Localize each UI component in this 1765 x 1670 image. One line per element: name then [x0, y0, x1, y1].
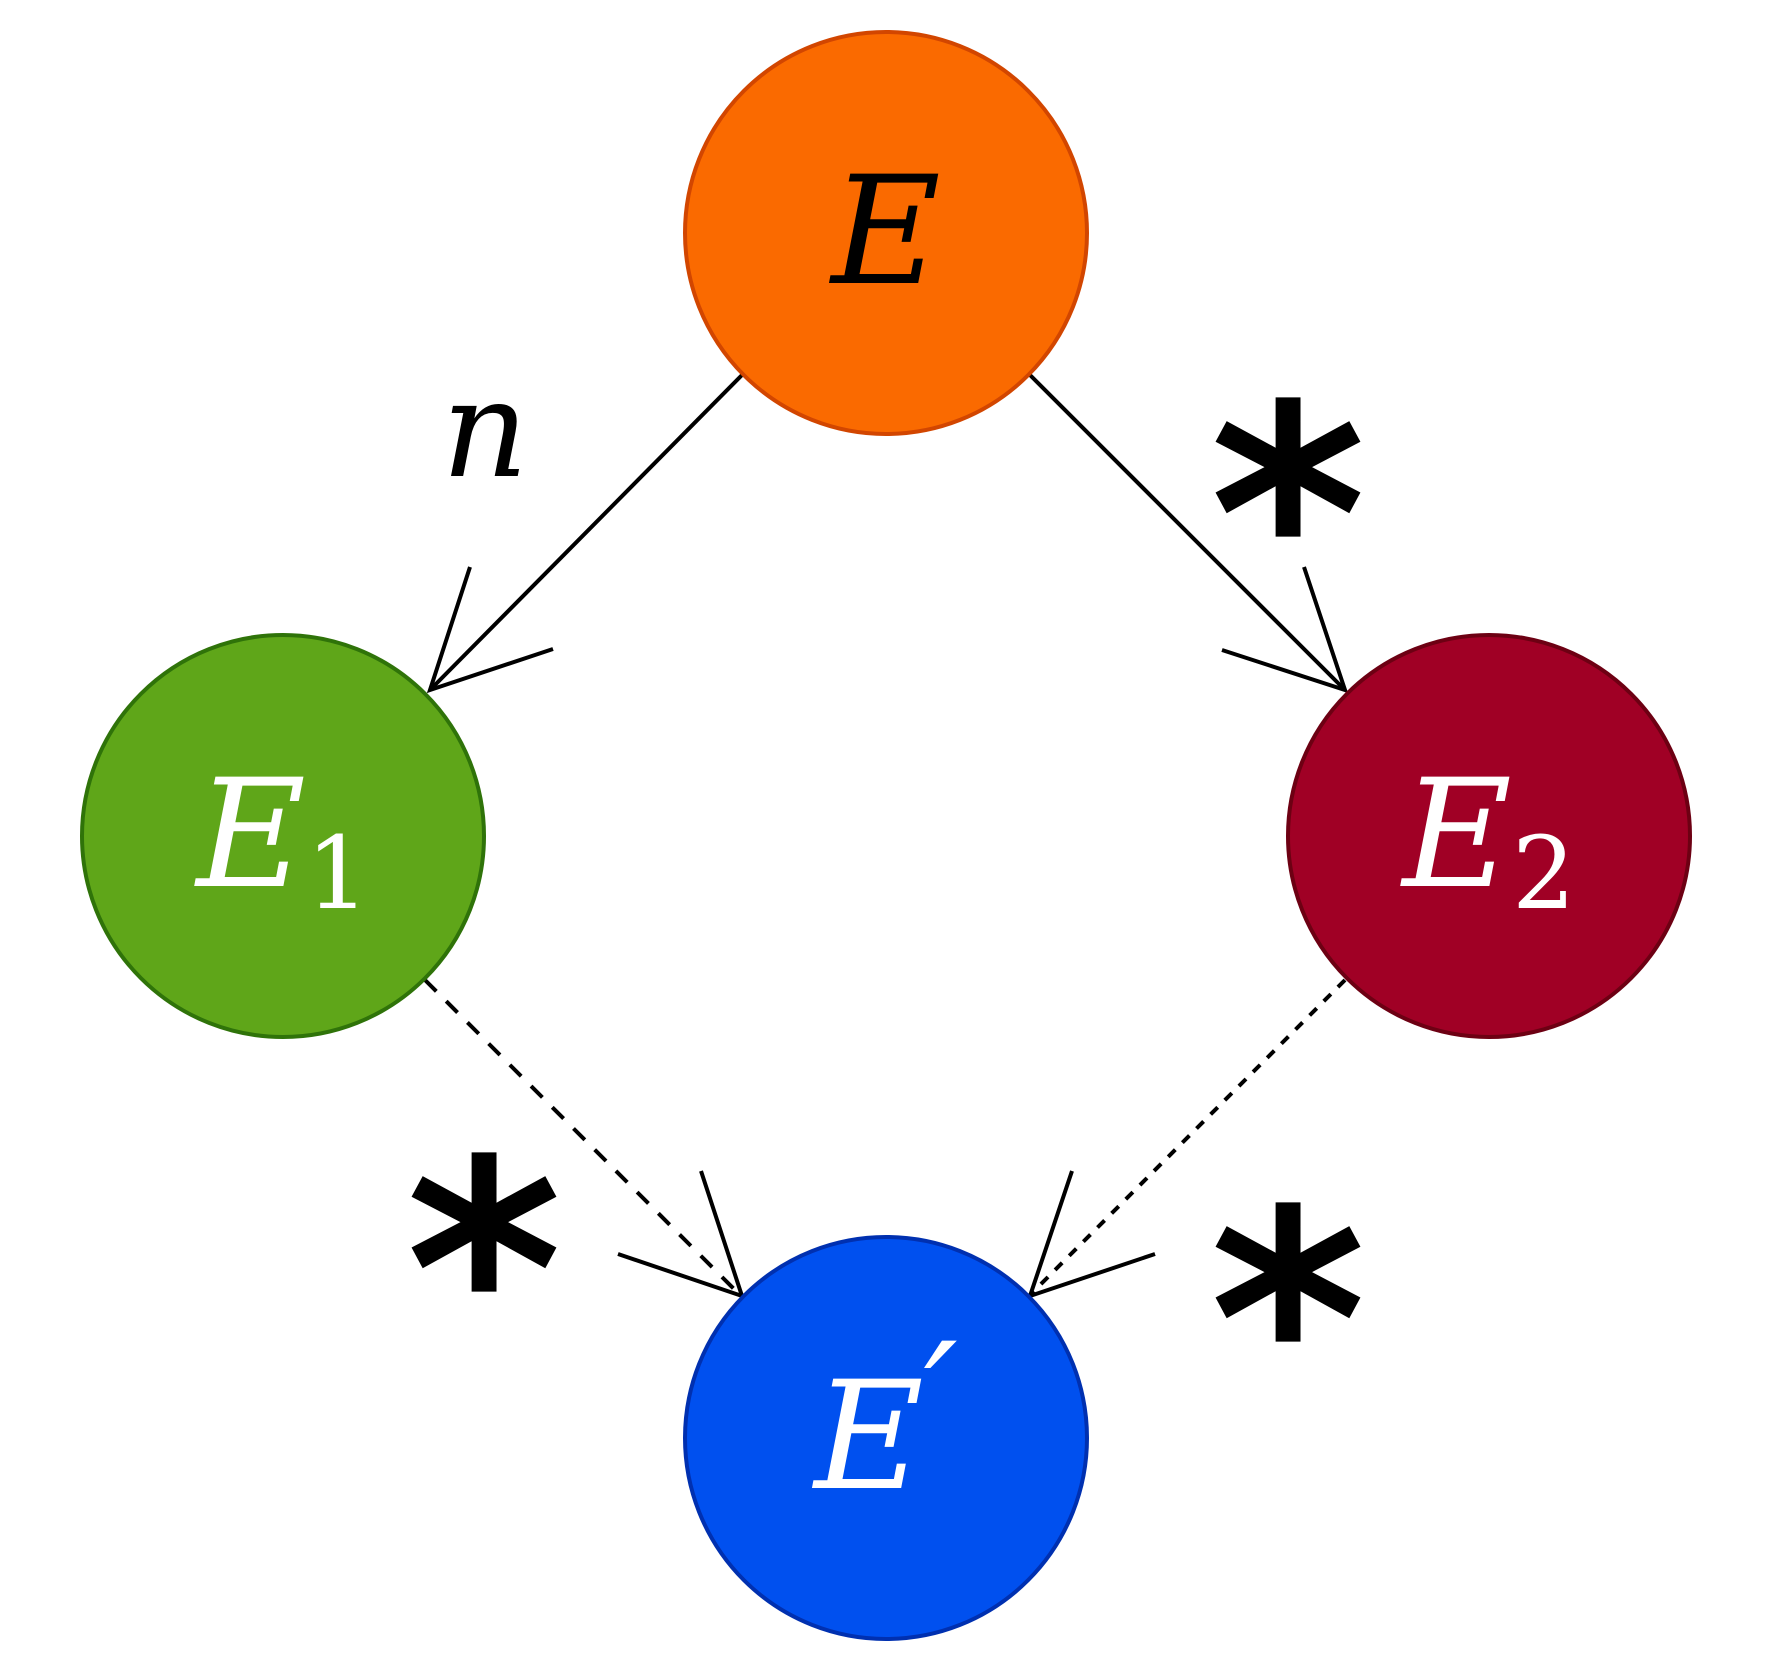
- node-e-prime-circle: [683, 1235, 1089, 1641]
- edge-e-to-e2-line: [1028, 373, 1347, 692]
- node-e2-circle: [1286, 633, 1692, 1039]
- node-e2: E2: [1286, 633, 1692, 1039]
- edge-e-to-e2-arrowhead: [1221, 566, 1349, 694]
- edge-label-star-top-right: *: [1210, 342, 1367, 691]
- edge-label-n: n: [442, 351, 529, 508]
- node-e-prime: E′: [683, 1235, 1089, 1641]
- edge-e2-to-eprime-line: [1028, 978, 1347, 1297]
- node-e2-label: E2: [1399, 748, 1575, 932]
- node-e-prime-label: E′: [811, 1312, 958, 1524]
- node-e1-circle: [80, 633, 486, 1039]
- edge-e2-to-eprime-arrowhead: [1026, 1170, 1156, 1300]
- node-e-label: E: [828, 145, 941, 319]
- node-e-prime-mark: ′: [924, 1312, 958, 1486]
- node-e1-subscript: 1: [306, 815, 370, 932]
- node-e: E: [683, 30, 1089, 436]
- edge-label-star-bottom-right: *: [1210, 1147, 1367, 1496]
- node-e-circle: [683, 30, 1089, 436]
- node-e1: E1: [80, 633, 486, 1039]
- edge-e1-to-eprime-line: [423, 978, 742, 1297]
- edge-e-to-e1: [426, 373, 744, 694]
- edge-label-star-bottom-left: *: [406, 1097, 563, 1446]
- edge-e-to-e1-arrowhead: [426, 566, 554, 694]
- edge-e-to-e1-line: [428, 373, 744, 692]
- node-e1-label: E1: [193, 748, 369, 932]
- edge-e-to-e2: [1028, 373, 1349, 694]
- node-e2-subscript: 2: [1512, 815, 1576, 932]
